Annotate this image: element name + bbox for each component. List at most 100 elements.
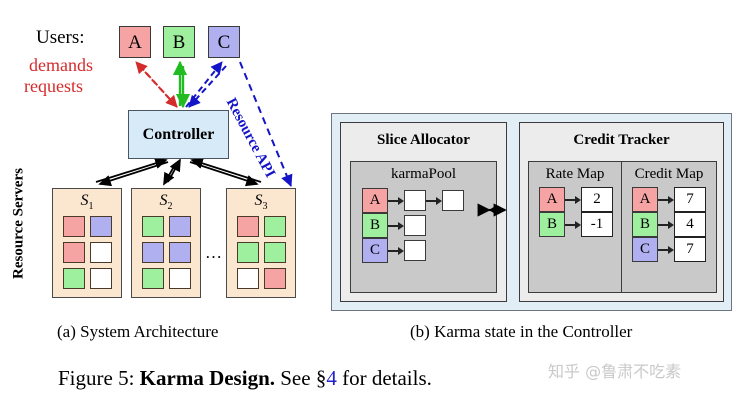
server-s3-grid — [227, 216, 295, 290]
server-s2-cell-2 — [141, 242, 164, 264]
rate-map-value-a: 2 — [581, 187, 613, 212]
server-s3-cell-1 — [263, 216, 286, 238]
credit-map-arrow-icon — [658, 245, 674, 254]
karma-pool-slot-c-0 — [404, 240, 426, 261]
karma-pool-tag-a[interactable]: A — [362, 188, 388, 213]
server-s1-grid — [53, 216, 121, 290]
karma-pool-arrow-icon — [426, 196, 442, 205]
server-s3-name: S — [254, 192, 263, 209]
server-s1-cell-1 — [89, 216, 112, 238]
figure-caption-prefix: Figure 5: — [58, 366, 140, 390]
credit-map-value-a: 7 — [674, 187, 706, 212]
server-s2-grid — [132, 216, 200, 290]
resource-api-line1: Resource — [222, 95, 265, 156]
rate-map-title: Rate Map — [545, 166, 605, 182]
server-s1-title: S1 — [53, 192, 121, 212]
server-s1-cell-4 — [62, 268, 85, 290]
karma-pool-title: karmaPool — [391, 166, 456, 182]
credit-map-value-b: 4 — [674, 212, 706, 237]
server-s1-name: S — [80, 192, 89, 209]
rate-map-value-b: -1 — [581, 212, 613, 237]
resource-servers-label: Resource Servers — [10, 168, 27, 279]
rate-map-row-b: B -1 — [539, 212, 621, 237]
figure-caption-section-ref[interactable]: 4 — [326, 366, 337, 390]
panel-a-subcaption: (a) System Architecture — [57, 322, 219, 341]
panel-b-subcaption: (b) Karma state in the Controller — [410, 322, 633, 341]
server-s1-cell-5 — [89, 268, 112, 290]
server-s1-cell-2 — [62, 242, 85, 264]
server-s1[interactable]: S1 — [52, 188, 122, 298]
credit-map-arrow-icon — [658, 220, 674, 229]
server-s3-cell-3 — [263, 242, 286, 264]
server-s2-cell-3 — [168, 242, 191, 264]
karma-pool-slot-a-1 — [442, 190, 464, 211]
karma-pool-arrow-icon — [388, 221, 404, 230]
credit-map-tag-b[interactable]: B — [632, 212, 658, 237]
rate-map-arrow-icon — [565, 220, 581, 229]
watermark: 知乎 @鲁肃不吃素 — [548, 362, 682, 381]
rate-map-arrow-icon — [565, 195, 581, 204]
server-s2-title: S2 — [132, 192, 200, 212]
karma-pool-slot-a-0 — [404, 190, 426, 211]
user-box-a[interactable]: A — [119, 26, 151, 58]
server-s1-cell-0 — [62, 216, 85, 238]
credit-tracker-title: Credit Tracker — [573, 132, 670, 148]
user-box-c[interactable]: C — [208, 26, 240, 58]
karma-pool-tag-b[interactable]: B — [362, 213, 388, 238]
users-label: Users: — [36, 27, 85, 48]
credit-map-tag-a[interactable]: A — [632, 187, 658, 212]
server-s3-cell-4 — [236, 268, 259, 290]
server-s3-cell-0 — [236, 216, 259, 238]
karma-pool-tag-c[interactable]: C — [362, 238, 388, 263]
rate-map-tag-b[interactable]: B — [539, 212, 565, 237]
karma-pool-row-a: A — [362, 188, 496, 213]
server-s3-cell-2 — [236, 242, 259, 264]
server-s1-index: 1 — [88, 201, 94, 213]
server-s3-cell-5 — [263, 268, 286, 290]
resource-api-line2: API — [251, 150, 279, 181]
figure-caption-bold: Karma Design. — [139, 366, 275, 390]
resource-api-label: Resource API — [222, 96, 281, 188]
rate-map-tag-a[interactable]: A — [539, 187, 565, 212]
karma-pool-row-b: B — [362, 213, 496, 238]
figure-caption-suffix: for details. — [336, 366, 432, 390]
credit-map-value-c: 7 — [674, 237, 706, 262]
server-s3[interactable]: S3 — [226, 188, 296, 298]
karma-pool-slot-b-0 — [404, 215, 426, 236]
credit-map-tag-c[interactable]: C — [632, 237, 658, 262]
karma-pool-row-c: C — [362, 238, 496, 263]
server-s2-cell-4 — [141, 268, 164, 290]
credit-map-arrow-icon — [658, 195, 674, 204]
demands-label: demands — [29, 55, 93, 75]
server-s2-cell-5 — [168, 268, 191, 290]
servers-ellipsis: … — [205, 243, 223, 262]
server-s2-name: S — [159, 192, 168, 209]
user-box-b[interactable]: B — [163, 26, 195, 58]
server-s2-cell-1 — [168, 216, 191, 238]
server-s2-cell-0 — [141, 216, 164, 238]
karma-pool-arrow-icon — [388, 246, 404, 255]
requests-label: requests — [24, 76, 83, 96]
slice-allocator-title: Slice Allocator — [377, 132, 470, 148]
server-s2[interactable]: S2 — [131, 188, 201, 298]
server-s3-index: 3 — [262, 201, 268, 213]
controller-box[interactable]: Controller — [128, 110, 229, 159]
server-s3-title: S3 — [227, 192, 295, 212]
server-s2-index: 2 — [167, 201, 173, 213]
karma-pool-arrow-icon — [388, 196, 404, 205]
